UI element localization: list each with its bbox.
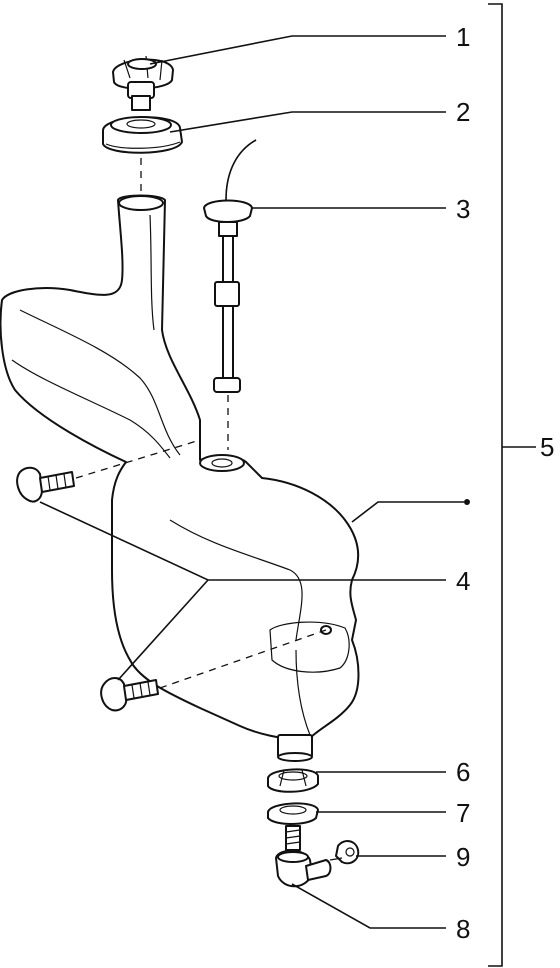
callout-9: 9	[456, 842, 470, 872]
assembly-bracket	[488, 3, 536, 967]
part-pump	[203, 139, 257, 393]
callout-6: 6	[456, 757, 470, 787]
callout-7: 7	[456, 798, 470, 828]
part-fitting	[275, 825, 332, 888]
part-clip	[329, 840, 360, 865]
callout-3: 3	[456, 194, 470, 224]
leader-lines	[39, 35, 470, 929]
part-cap	[112, 55, 174, 111]
callout-4: 4	[456, 566, 470, 596]
callout-2: 2	[456, 97, 470, 127]
axis-line-screw-lower	[159, 629, 327, 689]
part-washer	[267, 802, 319, 825]
part-screw-lower	[100, 677, 159, 712]
axis-line-screw-upper	[75, 439, 201, 479]
part-screw-upper	[16, 466, 75, 503]
callout-5: 5	[540, 432, 554, 462]
part-clamp	[267, 768, 319, 793]
part-gasket	[102, 116, 183, 154]
callout-1: 1	[456, 22, 470, 52]
tank-body	[0, 194, 360, 762]
callout-8: 8	[456, 914, 470, 944]
